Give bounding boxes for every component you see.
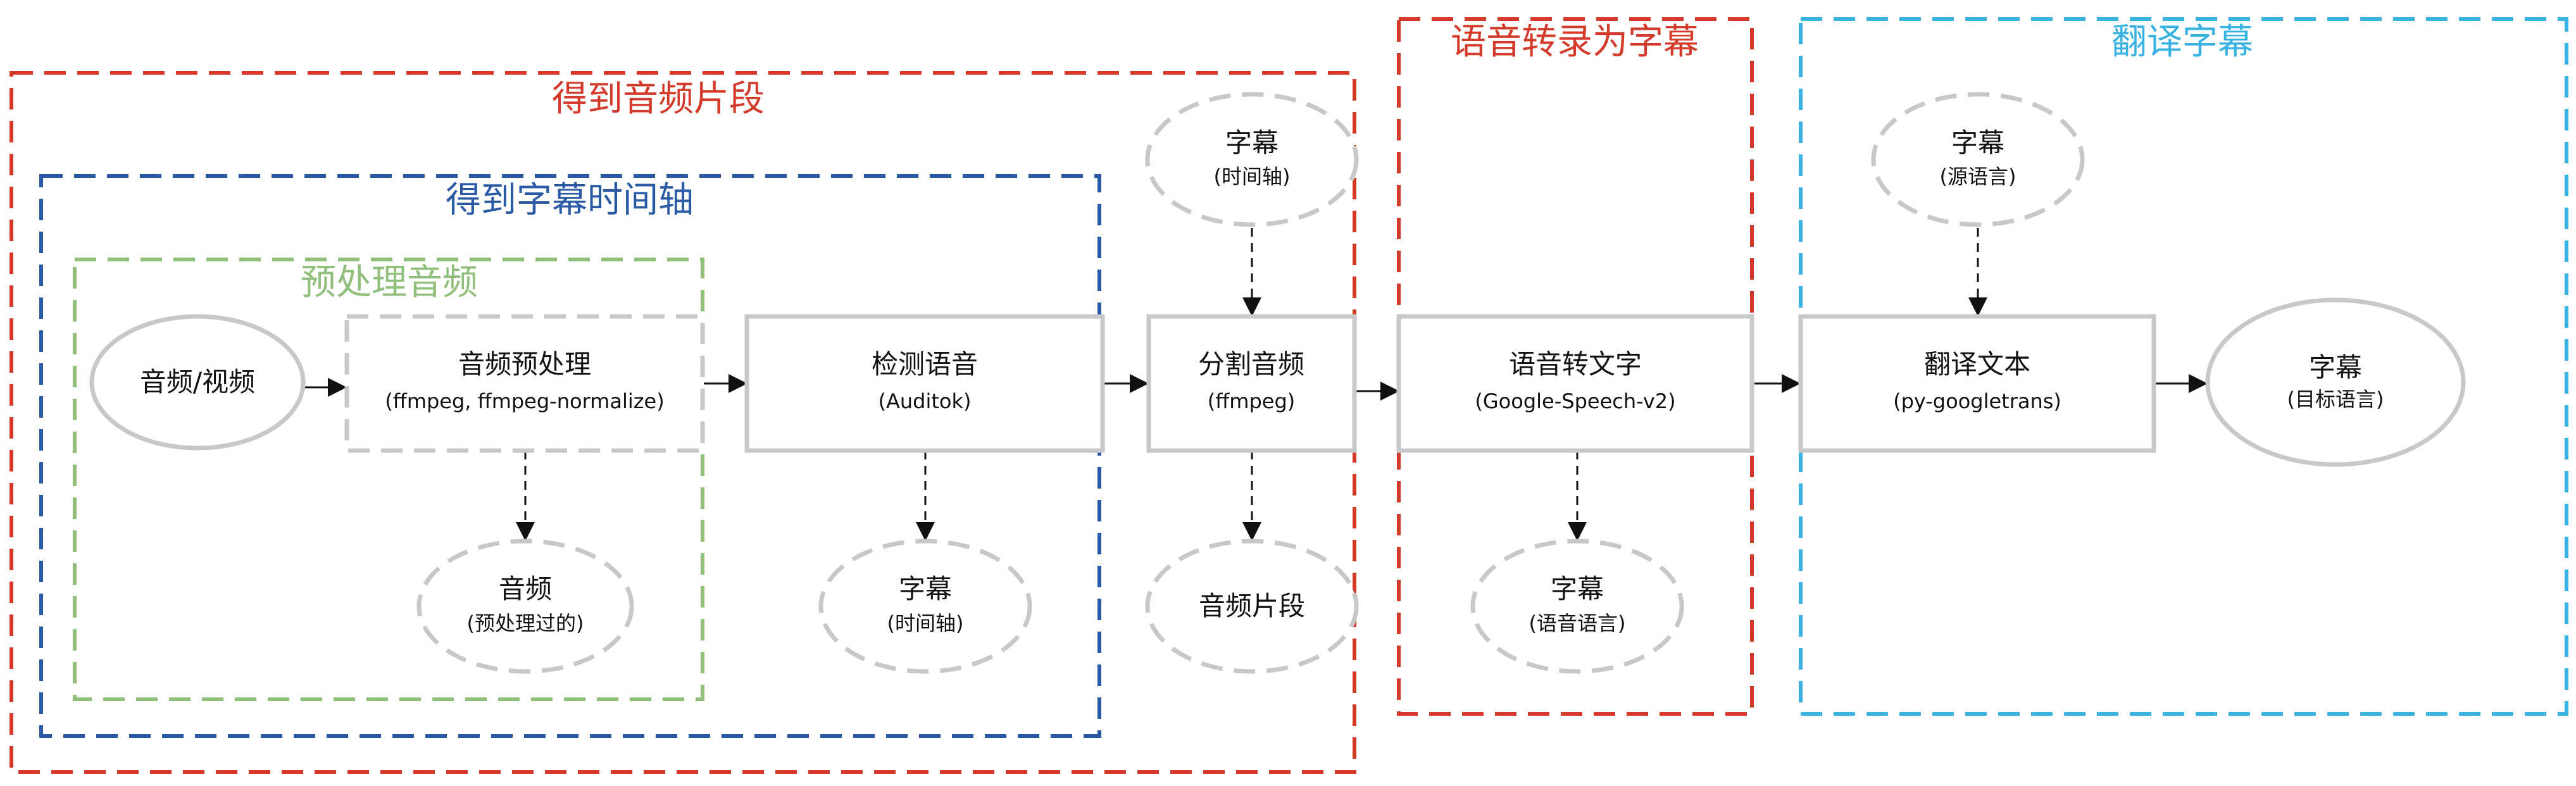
node-subs-target-label: 字幕 [2309, 352, 2362, 383]
node-subs-target: 字幕 (目标语言) [2205, 297, 2466, 467]
group-get-timeline-title: 得到字幕时间轴 [446, 180, 694, 221]
node-input-label: 音频/视频 [140, 366, 255, 397]
node-stt-label: 语音转文字 [1509, 349, 1642, 380]
node-split-label: 分割音频 [1198, 349, 1304, 380]
node-stt-sub: (Google-Speech-v2) [1475, 389, 1675, 413]
node-subs-timeline-bottom-label: 字幕 [899, 573, 952, 604]
node-audio-preprocessed: 音频 (预处理过的) [416, 539, 634, 674]
node-translate: 翻译文本 (py-googletrans) [1798, 314, 2156, 453]
node-preprocess-sub: (ffmpeg, ffmpeg-normalize) [385, 389, 664, 413]
group-transcribe-title: 语音转录为字幕 [1451, 22, 1699, 63]
node-detect-label: 检测语音 [872, 349, 978, 380]
node-subs-speech-label: 字幕 [1551, 573, 1604, 604]
node-subs-timeline-bottom: 字幕 (时间轴) [818, 539, 1032, 674]
node-preprocess-label: 音频预处理 [458, 349, 591, 380]
node-subs-source-label: 字幕 [1951, 127, 2004, 158]
node-subs-speech: 字幕 (语音语言) [1470, 539, 1684, 674]
group-get-timeline-frame [39, 174, 1101, 738]
node-subs-timeline-top-label: 字幕 [1225, 127, 1279, 158]
node-subs-source-sub: (源语言) [1940, 165, 2016, 189]
node-subs-speech-sub: (语音语言) [1529, 611, 1626, 635]
node-audio-preprocessed-sub: (预处理过的) [467, 611, 584, 635]
node-audio-segments-label: 音频片段 [1199, 590, 1305, 621]
node-preprocess: 音频预处理 (ffmpeg, ffmpeg-normalize) [344, 314, 705, 453]
node-subs-timeline-bottom-sub: (时间轴) [887, 611, 964, 635]
node-stt: 语音转文字 (Google-Speech-v2) [1396, 314, 1754, 453]
node-input: 音频/视频 [89, 314, 306, 451]
group-preprocess-frame [73, 258, 704, 701]
node-translate-sub: (py-googletrans) [1893, 389, 2061, 413]
node-audio-segments: 音频片段 [1145, 539, 1359, 674]
node-split: 分割音频 (ffmpeg) [1146, 314, 1357, 453]
node-split-sub: (ffmpeg) [1208, 389, 1296, 413]
group-translate-title: 翻译字幕 [2111, 22, 2253, 63]
node-subs-target-sub: (目标语言) [2287, 387, 2384, 411]
node-subs-timeline-top-sub: (时间轴) [1214, 165, 1291, 189]
node-detect-sub: (Auditok) [878, 389, 972, 413]
group-preprocess-title: 预处理音频 [301, 262, 478, 303]
node-subs-timeline-top: 字幕 (时间轴) [1145, 92, 1359, 227]
node-detect: 检测语音 (Auditok) [744, 314, 1105, 453]
node-audio-preprocessed-label: 音频 [499, 573, 552, 604]
node-translate-label: 翻译文本 [1924, 349, 2030, 380]
node-subs-source: 字幕 (源语言) [1871, 92, 2085, 227]
group-get-segments-title: 得到音频片段 [552, 78, 765, 120]
